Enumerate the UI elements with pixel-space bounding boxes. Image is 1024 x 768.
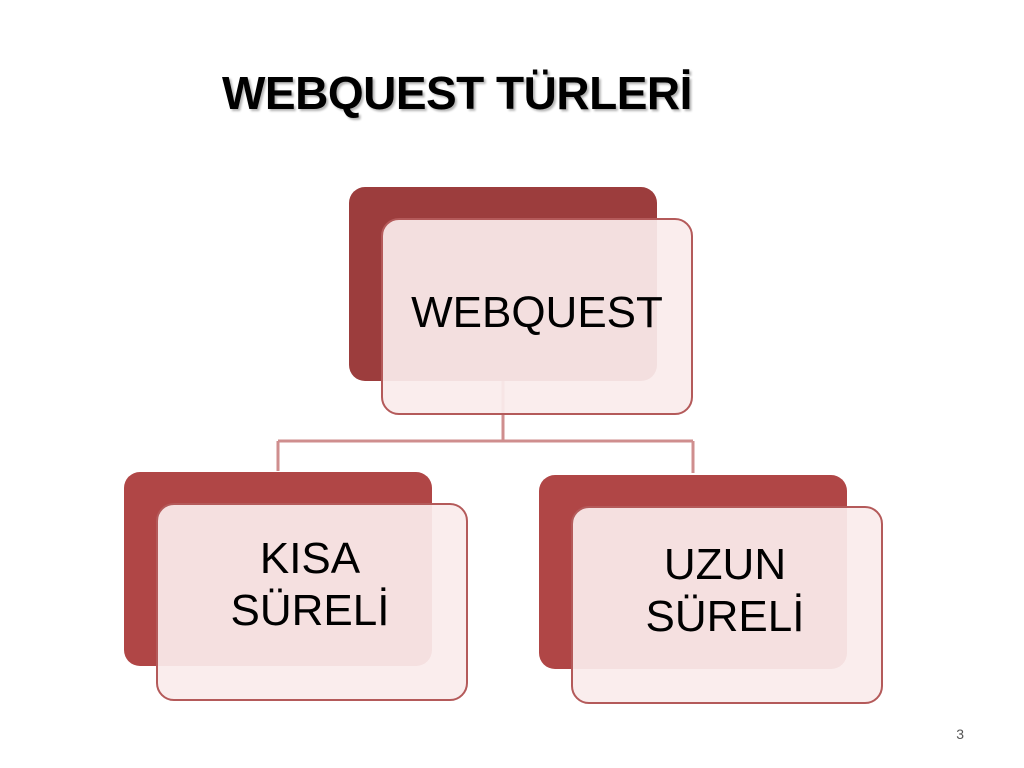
slide-title: WEBQUEST TÜRLERİ (222, 67, 692, 119)
page-number: 3 (956, 726, 964, 742)
child-node-2-line2: SÜRELİ (645, 592, 805, 641)
root-node: WEBQUEST (381, 218, 693, 415)
child-node-2: UZUN SÜRELİ (571, 506, 883, 704)
child-node-1: KISA SÜRELİ (156, 503, 468, 701)
child-node-1-text: KISA SÜRELİ (231, 533, 390, 637)
child-node-2-text: UZUN SÜRELİ (646, 539, 805, 643)
child-node-2-line1: UZUN (663, 540, 787, 590)
child-node-1-line1: KISA (259, 534, 361, 584)
root-node-label: WEBQUEST (411, 287, 663, 337)
child-node-1-line2: SÜRELİ (230, 586, 390, 635)
